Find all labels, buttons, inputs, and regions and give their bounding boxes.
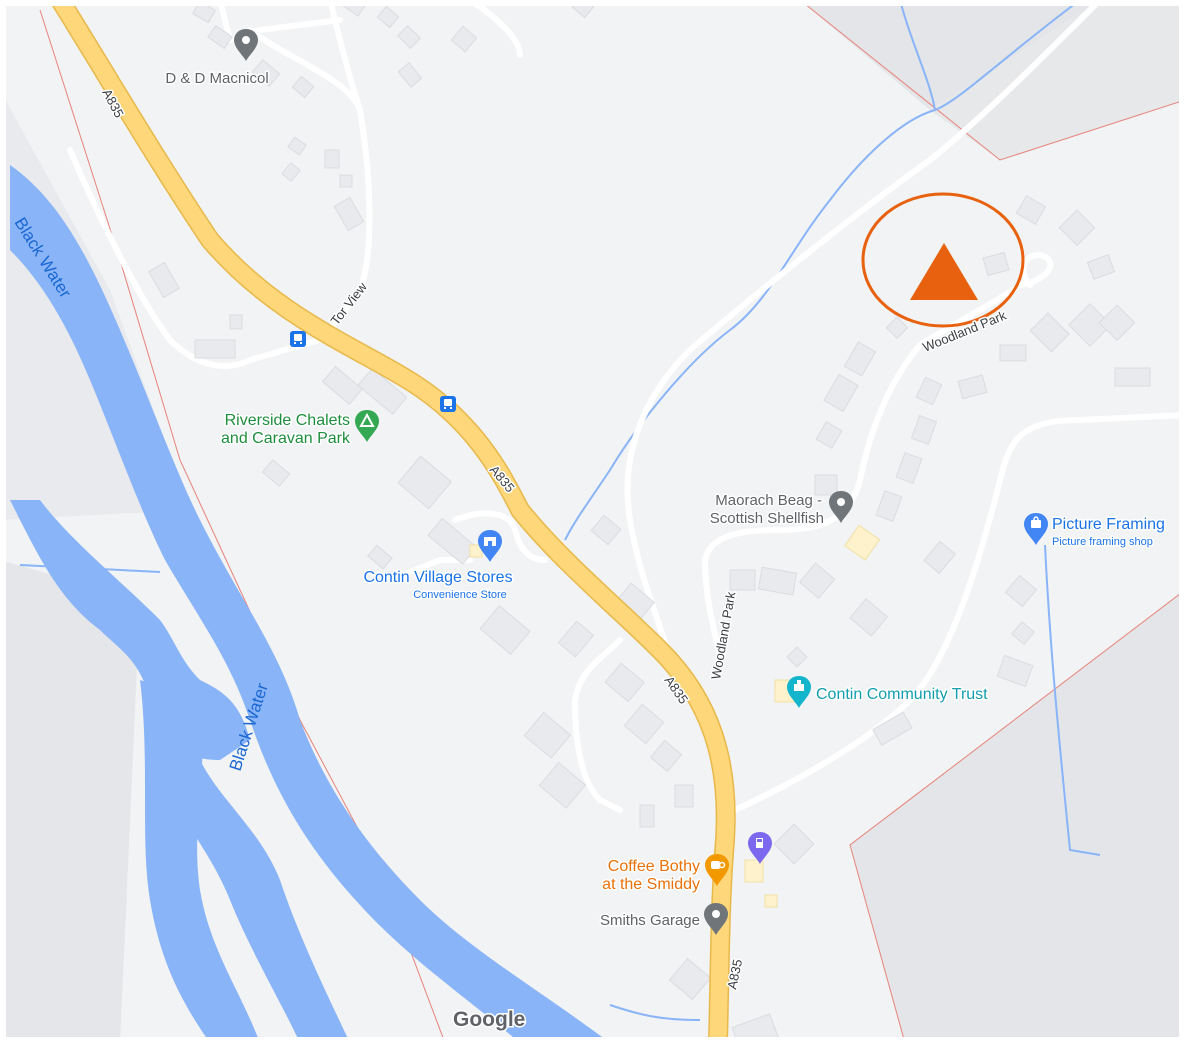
- campground-icon: [355, 410, 379, 442]
- poi-picture-framing[interactable]: Picture Framing Picture framing shop: [1024, 513, 1166, 550]
- poi-coffee-bothy[interactable]: Coffee Bothy at the Smiddy: [601, 854, 729, 895]
- poi-label-riverside-line1: Riverside Chalets: [225, 412, 350, 429]
- poi-maorach-beag[interactable]: Maorach Beag - Scottish Shellfish: [708, 491, 853, 529]
- main-road-a835: [51, 0, 736, 1043]
- bus-stop-icon[interactable]: [290, 331, 306, 347]
- map-pin-icon: [704, 903, 728, 935]
- poi-label-coffee-line1: Coffee Bothy: [608, 858, 700, 875]
- river-black-water: [10, 165, 610, 1043]
- monument-icon: [787, 676, 811, 708]
- fuel-pump-icon[interactable]: [748, 832, 772, 864]
- minor-roads: [67, 0, 1185, 813]
- poi-dd-macnicol[interactable]: D & D Macnicol: [164, 29, 270, 89]
- poi-contin-community-trust[interactable]: Contin Community Trust: [787, 676, 990, 708]
- poi-label-riverside-line2: and Caravan Park: [221, 430, 351, 447]
- poi-label-picture-framing: Picture Framing: [1052, 516, 1165, 533]
- bus-stop-icon[interactable]: [440, 396, 456, 412]
- shopping-bag-icon: [1024, 513, 1048, 545]
- poi-label-maorach-line2: Scottish Shellfish: [710, 510, 824, 527]
- poi-contin-village-stores[interactable]: Contin Village Stores Convenience Store: [362, 530, 514, 603]
- map-pin-icon: [829, 491, 853, 523]
- poi-label-contin-stores: Contin Village Stores: [363, 569, 512, 586]
- poi-label-coffee-line2: at the Smiddy: [602, 876, 700, 893]
- poi-label-contin-trust: Contin Community Trust: [816, 686, 988, 703]
- poi-riverside-chalets[interactable]: Riverside Chalets and Caravan Park: [220, 410, 379, 449]
- buildings: [148, 0, 1151, 1043]
- poi-label-smiths-garage: Smiths Garage: [600, 912, 700, 929]
- map-pin-icon: [234, 29, 258, 61]
- poi-label-dd-macnicol: D & D Macnicol: [165, 70, 268, 87]
- google-logo: Google: [453, 1008, 525, 1031]
- store-icon: [478, 530, 502, 562]
- highlight-marker: [861, 192, 1025, 328]
- poi-type-picture-framing: Picture framing shop: [1052, 536, 1153, 548]
- highlight-circle: [861, 192, 1025, 328]
- poi-type-contin-stores: Convenience Store: [413, 589, 507, 601]
- poi-smiths-garage[interactable]: Smiths Garage: [598, 903, 728, 935]
- cafe-cup-icon: [705, 854, 729, 886]
- highlight-triangle: [910, 243, 978, 300]
- poi-label-maorach-line1: Maorach Beag -: [715, 492, 822, 509]
